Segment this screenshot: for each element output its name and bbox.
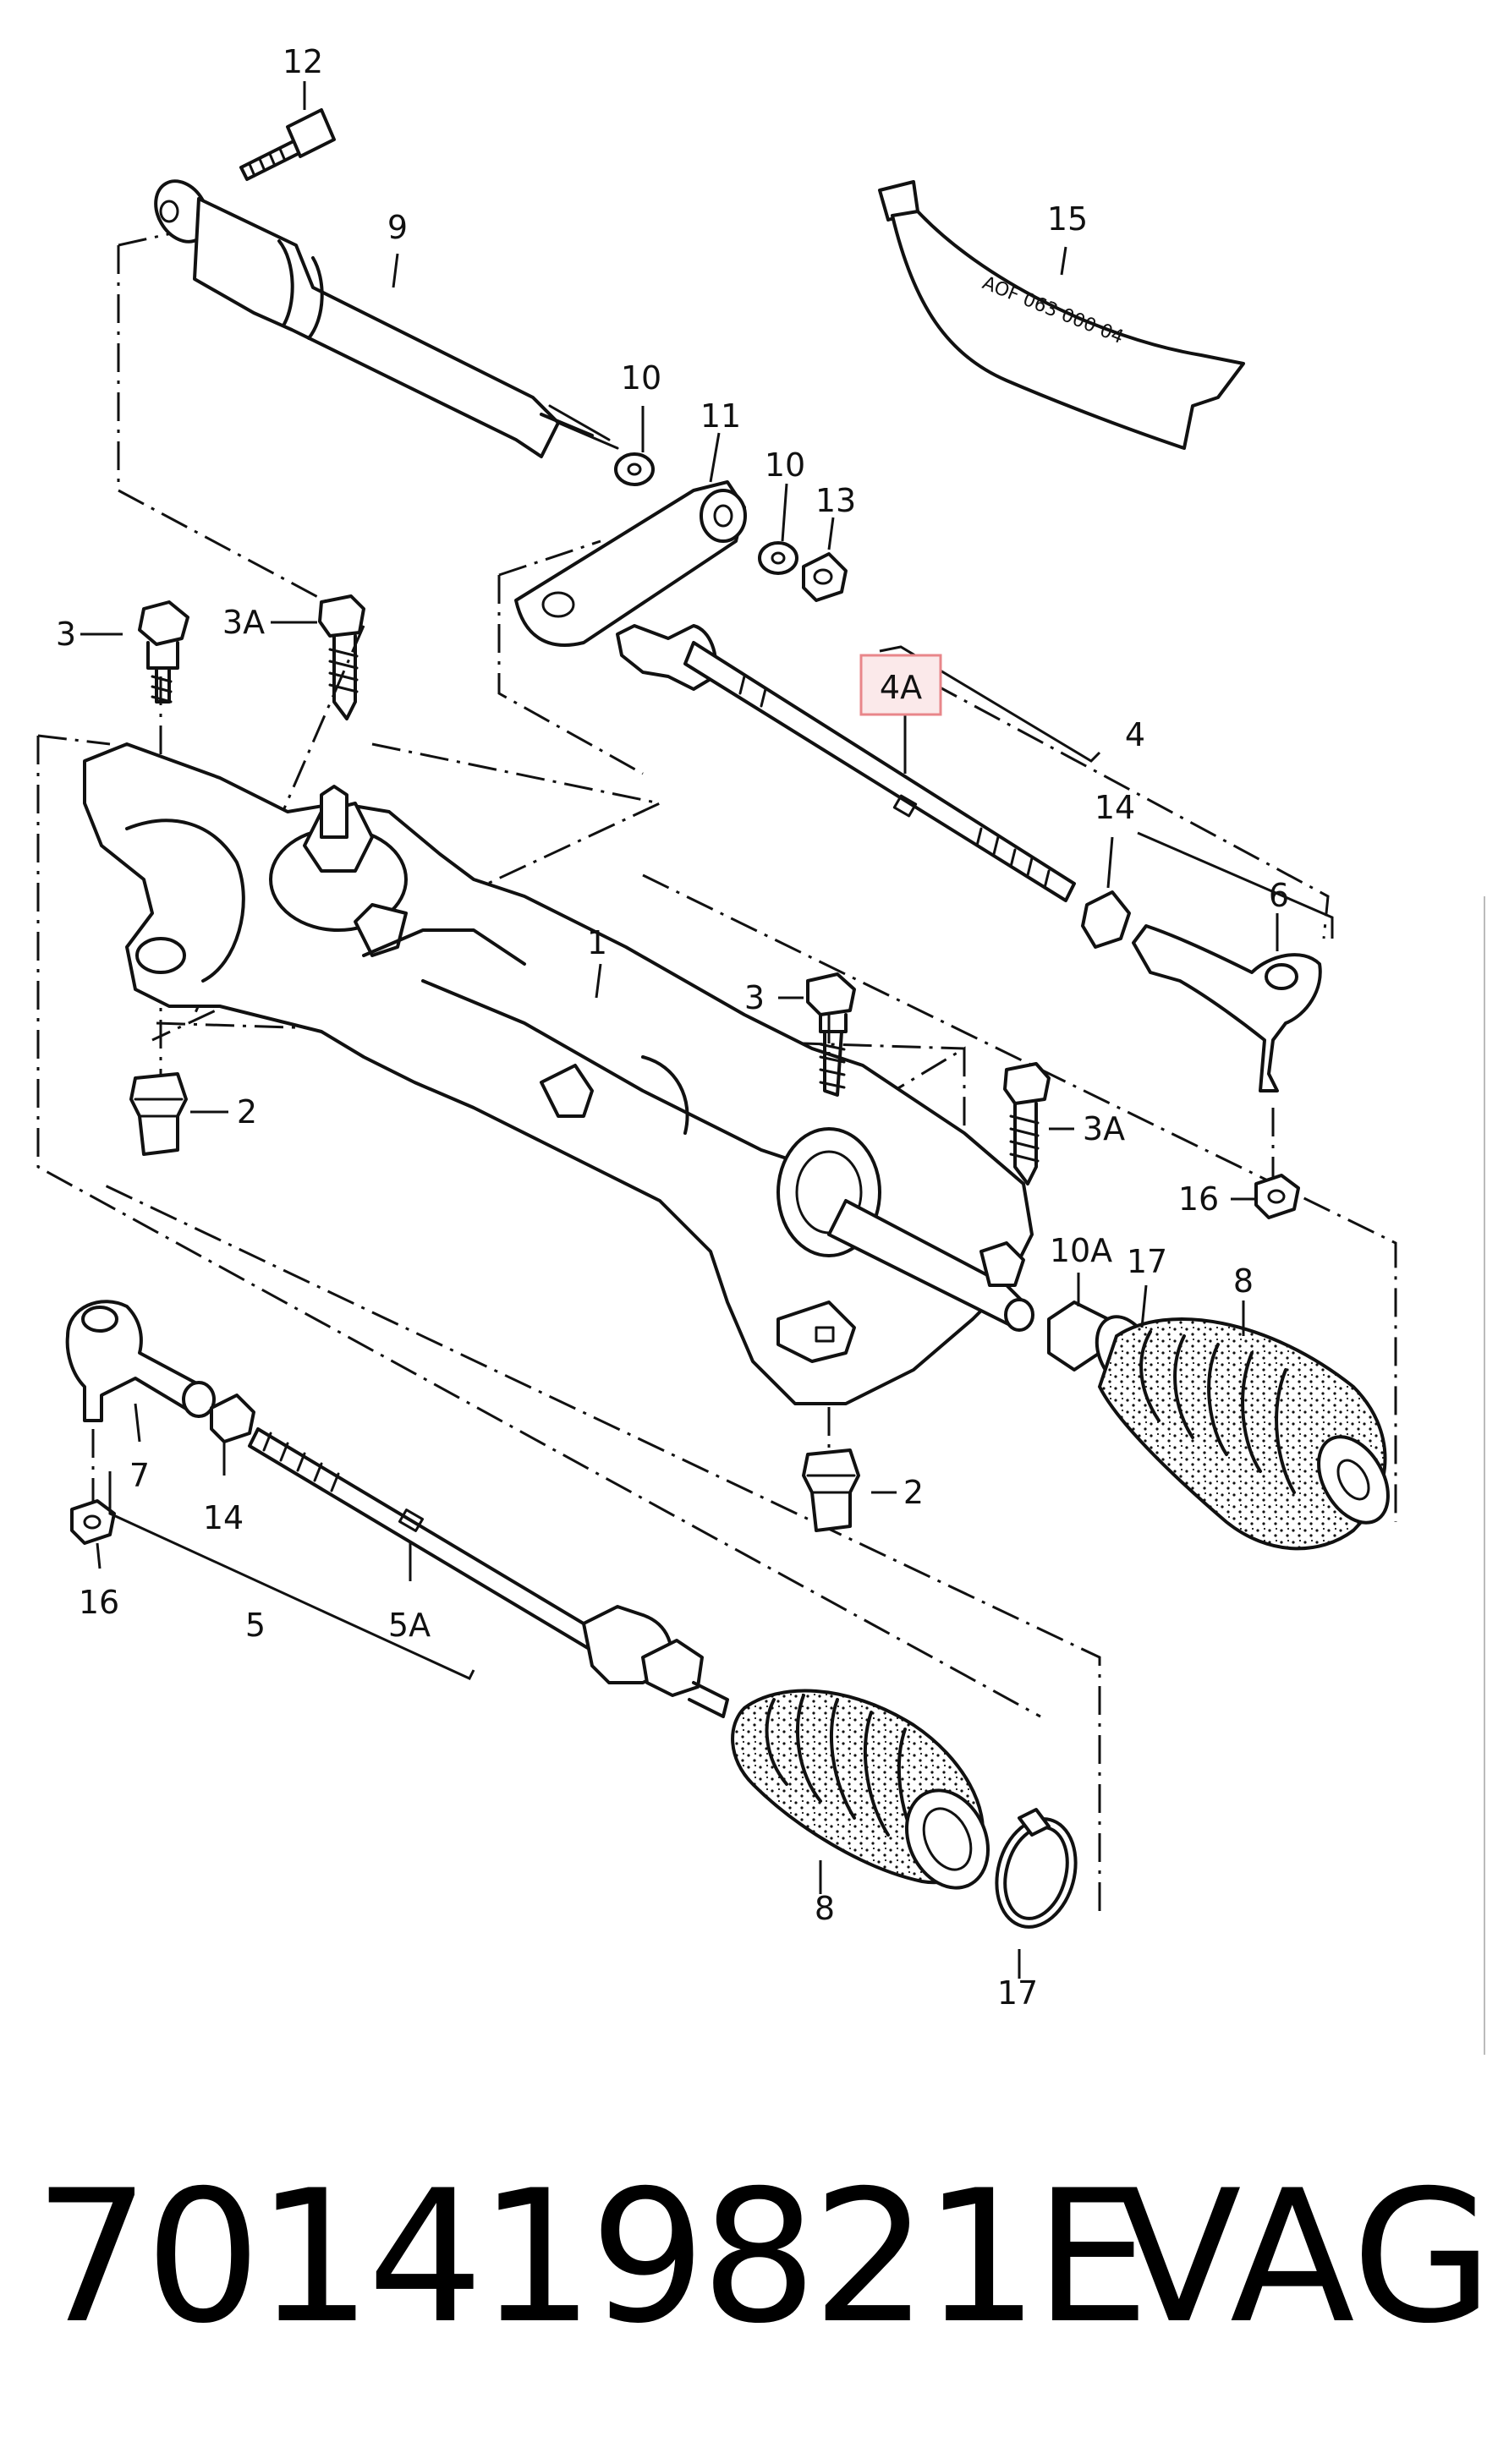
callout-8-bottom: 8 — [815, 1890, 835, 1927]
callout-12: 12 — [283, 43, 323, 80]
part-number: 701419821E — [34, 2151, 1150, 2363]
caption: 701419821E VAG — [0, 2148, 1487, 2368]
callout-14-left: 14 — [203, 1499, 244, 1536]
bellows-8-right — [1047, 1300, 1390, 1551]
callout-3A-upper: 3A — [222, 604, 265, 641]
callout-10A: 10A — [1050, 1232, 1112, 1269]
callout-6: 6 — [1269, 877, 1289, 914]
callout-2-lower: 2 — [903, 1474, 924, 1511]
steering-rack-drawing: AOF 063 000 04 — [36, 43, 1485, 2055]
callout-9: 9 — [387, 209, 408, 246]
callout-16-right: 16 — [1178, 1180, 1219, 1218]
callout-17-right: 17 — [1127, 1243, 1167, 1280]
leader-lines — [80, 81, 1334, 1979]
callout-15: 15 — [1047, 200, 1088, 238]
steering-rack-housing-1 — [83, 742, 1034, 1405]
callout-13: 13 — [815, 482, 856, 519]
callout-10-lower: 10 — [765, 446, 805, 484]
mount-bushings-2 — [129, 1072, 860, 1532]
callout-16-left: 16 — [79, 1584, 119, 1621]
bracket-11 — [514, 480, 747, 647]
callout-3-middle: 3 — [744, 979, 765, 1016]
callout-14-right: 14 — [1095, 789, 1135, 826]
bellows-8-bottom — [731, 1689, 1078, 1929]
callout-3A-middle: 3A — [1083, 1110, 1125, 1147]
washers-and-nut — [614, 452, 848, 602]
steering-damper-9 — [154, 179, 619, 458]
tie-rod-5 — [248, 1427, 729, 1718]
bolts-upper — [138, 594, 365, 720]
callout-4: 4 — [1125, 716, 1145, 753]
highlight-box-4A — [859, 654, 942, 716]
bolt-12 — [239, 108, 336, 181]
callout-7: 7 — [129, 1457, 150, 1494]
tie-rod-4 — [616, 624, 1322, 1092]
callout-4A: 4A — [880, 669, 922, 706]
callout-1: 1 — [587, 924, 607, 961]
brand-name: VAG — [1117, 2151, 1487, 2363]
callout-10-upper: 10 — [621, 359, 661, 397]
tie-rod-end-7 — [65, 1300, 255, 1545]
callout-3-upper: 3 — [56, 616, 76, 653]
nut-16-right — [1254, 1174, 1300, 1219]
callout-11: 11 — [700, 397, 741, 435]
callout-5: 5 — [245, 1607, 266, 1644]
bolts-middle — [806, 972, 1051, 1185]
callout-labels: 12 9 15 10 11 10 13 3 3A 4A 4 14 6 1 3 2… — [56, 43, 1289, 2012]
callout-2-upper: 2 — [237, 1093, 257, 1131]
callout-8-right: 8 — [1233, 1262, 1254, 1300]
callout-17-bottom: 17 — [997, 1974, 1038, 2012]
callout-5A: 5A — [388, 1607, 431, 1644]
